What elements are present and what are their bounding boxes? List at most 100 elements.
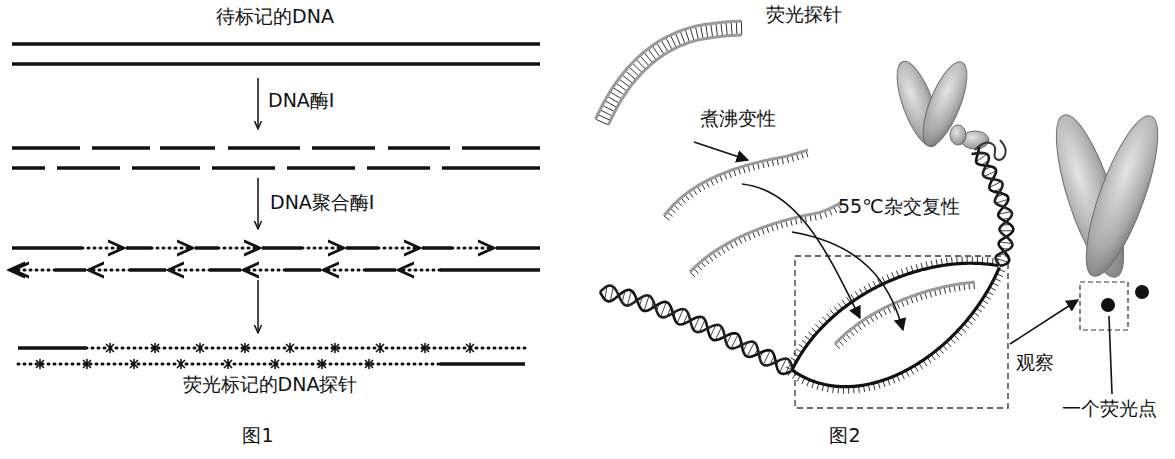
- text-label: 煮沸变性: [700, 108, 776, 130]
- base-pair: [610, 92, 622, 99]
- new-strand: [302, 247, 342, 250]
- single-strand: [664, 150, 808, 216]
- old-strand: [132, 166, 200, 170]
- old-strand: [92, 146, 150, 150]
- base-pair: [732, 336, 738, 348]
- old-strand: [55, 268, 86, 272]
- base-pair: [600, 110, 613, 116]
- fluorescent-dot: [1101, 285, 1149, 312]
- fluorescent-mark: [196, 343, 204, 353]
- base-pair: [695, 26, 698, 40]
- original-dna: [12, 44, 540, 64]
- base: [788, 370, 792, 376]
- fluorescent-mark: [83, 359, 91, 369]
- dna-helix: [596, 21, 1014, 394]
- dna-strand: [971, 153, 1012, 266]
- new-strand: [82, 247, 122, 250]
- old-strand: [160, 146, 215, 150]
- old-strand: [210, 268, 241, 272]
- base-pair: [780, 360, 786, 372]
- fluorescent-mark: [271, 359, 279, 369]
- text-label: 55℃杂交复性: [838, 196, 960, 218]
- base-pair: [999, 212, 1010, 214]
- fluorescent-mark: [241, 343, 249, 353]
- probe-strand: [596, 21, 742, 119]
- fluorescent-mark: [130, 359, 138, 369]
- old-strand: [12, 166, 45, 170]
- base-pair: [611, 288, 613, 300]
- base-pair: [678, 310, 683, 322]
- old-strand: [195, 246, 218, 250]
- old-strand: [346, 246, 378, 250]
- new-strand: [11, 269, 14, 272]
- single-strand: [792, 263, 998, 370]
- base-pair: [661, 303, 666, 316]
- new-strand: [86, 347, 525, 350]
- base-pair: [605, 101, 617, 108]
- base-pair: [764, 351, 770, 363]
- old-strand: [12, 246, 82, 250]
- fluorescent-mark: [421, 343, 429, 353]
- old-strand: [126, 246, 151, 250]
- text-label: DNA聚合酶Ⅰ: [270, 192, 374, 214]
- old-strand: [285, 268, 321, 272]
- figure-caption: 图1: [242, 425, 273, 447]
- dna-strand: [600, 286, 792, 369]
- old-strand: [496, 246, 540, 250]
- base-pair: [721, 22, 722, 36]
- base-pair: [748, 343, 754, 355]
- old-strand: [228, 146, 300, 150]
- old-strand: [287, 166, 355, 170]
- process-arrows: [694, 142, 1112, 394]
- fluorescent-mark: [151, 343, 159, 353]
- old-strand: [388, 146, 450, 150]
- base-pair: [711, 24, 713, 38]
- base-pair: [666, 37, 673, 49]
- base-pair: [1001, 230, 1012, 231]
- old-strand: [440, 362, 525, 366]
- text-label: 荧光探针: [766, 4, 842, 26]
- old-strand: [367, 166, 430, 170]
- new-strand: [151, 247, 191, 250]
- fluorescent-mark: [376, 343, 384, 353]
- old-strand: [422, 246, 452, 250]
- old-strand: [262, 246, 302, 250]
- figure-caption: 图2: [829, 425, 860, 447]
- base-pair: [1000, 242, 1011, 243]
- base-pair: [675, 33, 681, 46]
- dna-strands: [11, 148, 540, 369]
- fluorescent-mark: [224, 359, 232, 369]
- new-strand: [218, 247, 258, 250]
- fluorescent-mark: [318, 359, 326, 369]
- new-strand: [90, 269, 130, 272]
- text-label: 荧光标记的DNA探针: [183, 374, 358, 396]
- base-pair: [602, 105, 614, 111]
- base-pair: [605, 287, 607, 298]
- base-pair: [607, 96, 619, 103]
- dna-coil: [975, 140, 1006, 160]
- new-strand: [400, 269, 440, 272]
- text-label: 一个荧光点: [1062, 398, 1157, 420]
- text-label: 待标记的DNA: [216, 6, 334, 28]
- base-pair: [628, 292, 631, 305]
- chromosome: [889, 57, 989, 152]
- old-strand: [130, 268, 166, 272]
- new-strand: [15, 269, 55, 272]
- base-pair: [701, 25, 703, 39]
- fluorescent-mark: [331, 343, 339, 353]
- base-pair: [736, 21, 738, 35]
- fluorescent-mark: [106, 343, 114, 353]
- new-strand: [170, 269, 210, 272]
- fluorescent-mark: [177, 359, 185, 369]
- dna-strand: [976, 147, 1013, 266]
- fluorescent-mark: [466, 343, 474, 353]
- fluorescent-mark: [365, 359, 373, 369]
- chromosome: [1043, 108, 1172, 283]
- base-pair: [706, 24, 708, 38]
- new-strand: [325, 269, 365, 272]
- fluorescent-mark: [286, 343, 294, 353]
- base-pair: [596, 119, 609, 125]
- new-strand: [245, 269, 285, 272]
